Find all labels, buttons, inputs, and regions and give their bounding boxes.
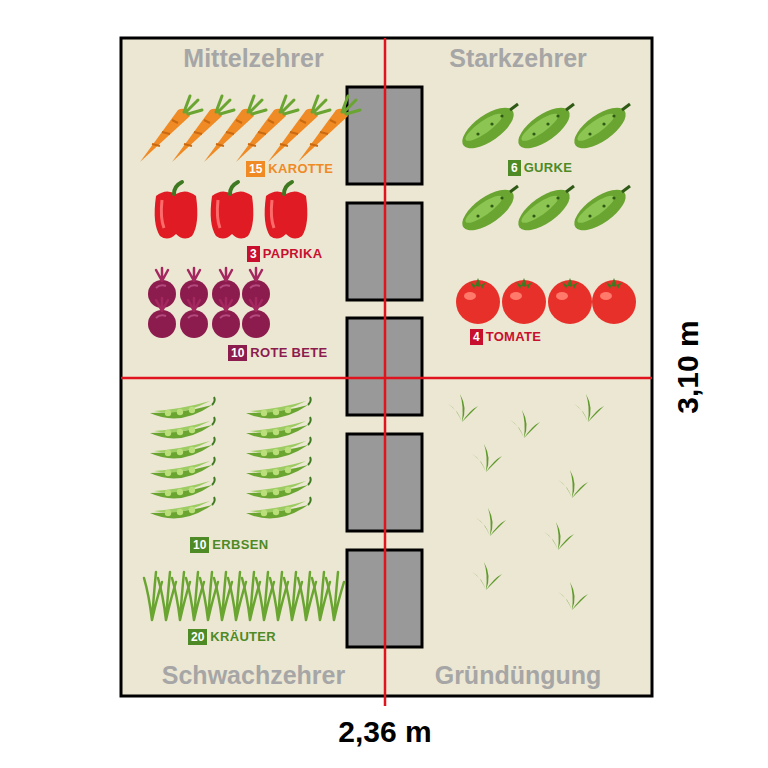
bed-quadrant: Mittelzehrer	[123, 40, 384, 377]
count-badge: 20	[188, 629, 207, 645]
dimension-label: 3,10 m	[671, 320, 705, 413]
plant-name: GURKE	[524, 160, 572, 176]
count-badge: 4	[470, 329, 483, 345]
plant-name: ROTE BETE	[250, 345, 327, 361]
count-badge: 15	[246, 161, 265, 177]
count-badge: 6	[508, 160, 521, 176]
plant-name: ERBSEN	[212, 537, 268, 553]
count-badge: 3	[247, 246, 260, 262]
bed-quadrant: Starkzehrer	[386, 40, 650, 377]
bed-quadrant: Gründüngung	[386, 379, 650, 694]
quadrant-heading: Schwachzehrer	[123, 661, 384, 690]
count-badge: 10	[190, 537, 209, 553]
plant-name: TOMATE	[486, 329, 541, 345]
quadrant-heading: Gründüngung	[386, 661, 650, 690]
bed-quadrant: Schwachzehrer	[123, 379, 384, 694]
quadrant-heading: Starkzehrer	[386, 44, 650, 73]
dimension-label: 2,36 m	[338, 715, 431, 749]
count-badge: 10	[228, 345, 247, 361]
plant-name: KAROTTE	[268, 161, 333, 177]
quadrant-heading: Mittelzehrer	[123, 44, 384, 73]
plant-name: KRÄUTER	[210, 629, 276, 645]
plant-name: PAPRIKA	[263, 246, 323, 262]
